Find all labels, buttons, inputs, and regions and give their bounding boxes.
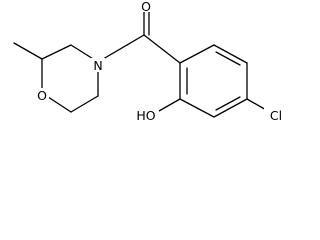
bond-c-upper-c-methyl [41,44,72,60]
bond-hydroxyl [158,98,181,112]
chemical-structure: O N O Cl HO [13,0,283,123]
atom-label-carbonyl-oxygen: O [141,0,151,14]
bond-carbonyl-ring [143,34,181,64]
bond-ring-5-6 [179,98,215,118]
bond-ring-inner-b [215,51,241,66]
bond-ring-inner-c [215,96,241,111]
bond-n-carbonyl [97,34,145,63]
bond-c-lower-c-n [70,95,99,113]
bond-ring-4-5 [213,98,248,118]
atom-label-ring-oxygen: O [37,88,47,103]
bond-ring-1-2 [179,44,215,64]
atom-label-chlorine: Cl [270,108,282,123]
morpholine-ring [41,44,99,113]
carbonyl-group [97,4,181,64]
atom-label-nitrogen: N [93,58,102,73]
bond-methyl [13,42,43,60]
benzene-ring [179,44,248,118]
bond-ring-2-3 [213,44,248,64]
atom-label-hydroxyl: HO [136,108,155,123]
